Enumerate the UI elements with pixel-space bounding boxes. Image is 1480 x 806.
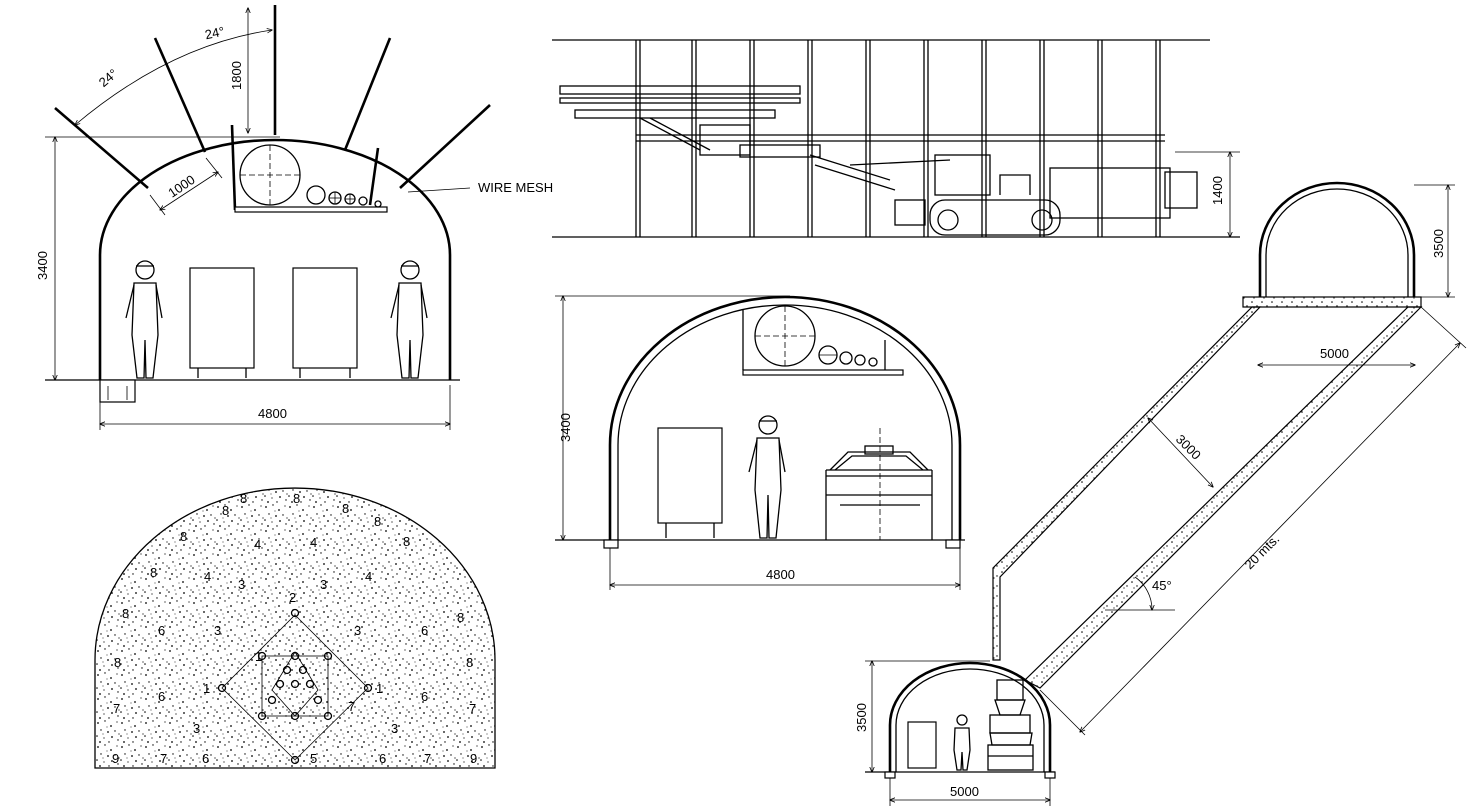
hole-label: 9 [112,751,119,766]
panel-tunnel-bolting: 24° 24° 1800 1000 WIRE MESH [35,5,553,430]
hole-label: 8 [293,491,300,506]
equipment-box [907,721,937,769]
hole-label: 8 [457,610,464,625]
service-shelf [742,369,904,376]
hole-label: 3 [354,623,361,638]
top-height-label: 3500 [1431,229,1446,258]
hole-label: 1 [255,649,262,664]
steel-arch-outer [608,295,962,540]
hole-label: 8 [114,655,121,670]
hole-label: 1 [376,681,383,696]
equipment-box-left [189,267,255,369]
hole-label: 2 [289,590,296,605]
hole-label: 4 [254,537,261,552]
hole-label: 4 [204,569,211,584]
hole-label: 8 [342,501,349,516]
drain-channel [99,379,136,403]
hole-label: 7 [113,701,120,716]
hole-label: 7 [469,701,476,716]
jumbo-carrier [894,154,1198,236]
hole-label: 1 [203,681,210,696]
hole-label: 7 [160,751,167,766]
top-chamber-slab [1242,296,1422,308]
hole-label: 6 [158,689,165,704]
hole-label: 9 [470,751,477,766]
hole-label: 7 [424,751,431,766]
belt-conveyor [825,428,933,540]
hole-label: 4 [310,535,317,550]
hole-label: 3 [391,721,398,736]
bottom-width-label: 5000 [950,784,979,799]
angle-label-a: 24° [96,66,121,90]
crusher-unit [987,679,1034,771]
hole-label: 3 [320,577,327,592]
hole-label: 7 [348,699,355,714]
tunnel-profile [98,138,452,380]
shaft-width-label: 3000 [1173,432,1204,463]
hole-labels: 1 1 1 2 3 3 3 3 3 3 4 4 4 4 5 6 6 6 6 6 … [112,491,477,766]
shaft-length-label: 20 mts. [1242,531,1283,572]
tunnel-height-label: 3400 [35,251,50,280]
wire-mesh-label: WIRE MESH [478,180,553,195]
hole-label: 6 [421,689,428,704]
bottom-chamber-arch [888,661,1052,772]
equipment-box [657,427,723,524]
angle-label: 45° [1152,578,1172,593]
equipment-box-right [292,267,358,369]
hole-label: 6 [421,623,428,638]
hole-label: 3 [238,577,245,592]
tunnel-height-label: 3400 [558,413,573,442]
service-shelf [234,206,388,213]
drill-holes [217,608,373,765]
shaft-lower-wall [1023,306,1423,689]
worker-figure-left [125,260,163,379]
hole-label: 5 [310,751,317,766]
tunnel-width-label: 4800 [258,406,287,421]
hole-label: 3 [214,623,221,638]
tunnel-width-label: 4800 [766,567,795,582]
worker-figure [748,415,786,539]
hole-label: 6 [379,751,386,766]
panel-drill-jumbo: 1400 [552,39,1240,238]
panel-conveyor-tunnel: 3400 4800 [555,296,965,590]
face-outline [94,487,496,769]
hole-label: 6 [158,623,165,638]
hole-label: 8 [403,534,410,549]
hole-label: 8 [150,565,157,580]
bottom-height-label: 3500 [854,703,869,732]
bolt-length-label: 1800 [229,61,244,90]
drill-booms [559,85,951,191]
worker-figure-right [390,260,428,379]
cut-diamond-outer [221,614,369,761]
hole-label: 8 [180,529,187,544]
hole-label: 6 [202,751,209,766]
steel-sets [635,40,1165,237]
hole-label: 8 [222,503,229,518]
top-width-label: 5000 [1320,346,1349,361]
worker-figure [953,714,971,771]
top-chamber-arch [1258,181,1416,297]
hole-label: 4 [365,569,372,584]
hole-label: 8 [374,514,381,529]
hole-label: 8 [466,655,473,670]
steel-arch-inner [617,304,953,540]
jumbo-height-label: 1400 [1210,176,1225,205]
hole-label: 8 [122,606,129,621]
panel-drill-pattern: 1 1 1 2 3 3 3 3 3 3 4 4 4 4 5 6 6 6 6 6 … [94,487,496,769]
hole-label: 3 [193,721,200,736]
panel-inclined-shaft: 3500 5000 3000 20 mts. 45° [854,181,1467,806]
angle-label-b: 24° [203,24,225,43]
shaft-upper-wall [992,306,1262,661]
rock-bolts [54,5,491,211]
hole-label: 8 [240,491,247,506]
